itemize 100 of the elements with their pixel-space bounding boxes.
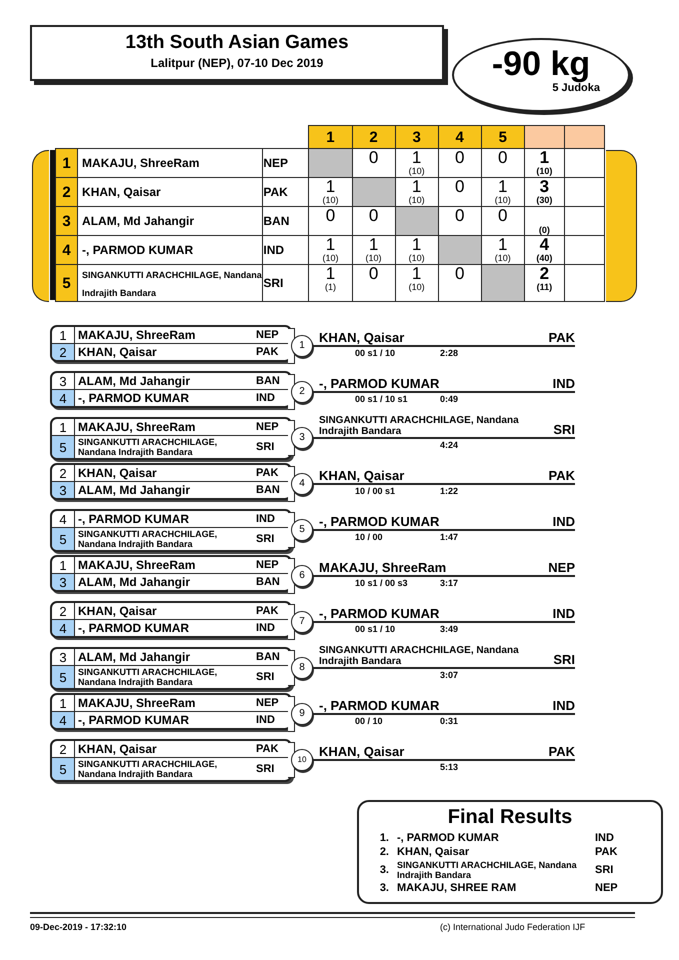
bout-result: 0 — [454, 265, 466, 282]
seed-number: 3 — [52, 574, 75, 590]
bout-points: (10) — [408, 282, 426, 292]
winner-country: IND — [552, 606, 575, 621]
seed-number: 5 — [52, 758, 75, 780]
bout-result: 1 — [497, 178, 509, 195]
seed-number: 4 — [52, 511, 75, 527]
seed-number: 3 — [52, 482, 75, 498]
bout-score: 10 / 00 s1 — [355, 486, 396, 496]
match-card — [50, 601, 292, 638]
winner-name: KHAN, Qaisar — [319, 330, 406, 345]
bout-time: 1:22 — [440, 486, 458, 496]
winner-name: -, PARMOD KUMAR — [319, 698, 440, 713]
bout-number: 8 — [291, 657, 313, 679]
winner-country: NEP — [548, 560, 575, 575]
country-code: PAK — [256, 467, 280, 479]
bout-points: (10) — [494, 195, 512, 205]
match-card — [50, 739, 292, 782]
winner-name: -, PARMOD KUMAR — [319, 514, 440, 529]
athlete-name: -, PARMOD KUMAR — [77, 512, 190, 526]
winner-name: KHAN, Qaisar — [319, 468, 406, 483]
bout-result: 0 — [497, 149, 509, 166]
country-code: NEP — [256, 421, 280, 433]
athlete-name: MAKAJU, ShreeRam — [82, 156, 200, 170]
country-code: IND — [256, 392, 276, 404]
bout-result: 1 — [324, 236, 336, 253]
bout-time: 3:17 — [440, 578, 458, 588]
bout-result: 1 — [497, 236, 509, 253]
country-code: SRI — [256, 763, 276, 775]
final-rank: 3. — [378, 882, 389, 894]
bout-time: 2:28 — [440, 348, 458, 358]
athlete-name: SINGANKUTTI ARACHCHILAGE, Nandana Indrajith Bandara — [397, 860, 578, 880]
bout-result: 0 — [454, 178, 466, 195]
athlete-name: ALAM, Md Jahangir — [77, 482, 192, 498]
country-code: PAK — [256, 605, 280, 617]
bout-time: 5:13 — [440, 762, 458, 772]
column-number: 1 — [308, 126, 352, 148]
country-code: SRI — [256, 533, 276, 545]
bout-number: 9 — [291, 703, 313, 725]
athlete-name: -, PARMOD KUMAR — [82, 243, 194, 257]
row-number: 4 — [56, 236, 78, 264]
bout-points: (10) — [364, 253, 383, 263]
match-card — [50, 647, 292, 690]
row-number: 1 — [56, 148, 78, 178]
athlete-name: ALAM, Md Jahangir — [77, 374, 192, 388]
country-code: IND — [256, 513, 276, 525]
bout-number: 6 — [291, 565, 313, 587]
bout-score: 00 s1 / 10 — [355, 348, 396, 358]
athlete-name: MAKAJU, ShreeRam — [77, 558, 196, 572]
bout-points: (10) — [408, 166, 426, 176]
bout-number: 10 — [291, 749, 313, 771]
winner-name: SINGANKUTTI ARACHCHILAGE, Nandana Indrajith Bandara — [319, 415, 520, 437]
timestamp: 09-Dec-2019 - 17:32:10 — [30, 922, 127, 932]
match-card — [50, 693, 292, 730]
final-rank: 3. — [378, 864, 389, 876]
country-code: NEP — [256, 697, 280, 709]
subtitle: Lalitpur (NEP), 07-10 Dec 2019 — [150, 56, 324, 70]
athlete-name: -, PARMOD KUMAR — [77, 390, 190, 406]
country-code: NEP — [256, 559, 280, 571]
winner-country: SRI — [553, 422, 575, 437]
athlete-name: KHAN, Qaisar — [82, 185, 161, 199]
bout-points: (10) — [408, 253, 426, 263]
country-code: NEP — [263, 156, 288, 170]
athlete-name: -, PARMOD KUMAR — [77, 620, 190, 636]
results-panel — [357, 800, 663, 904]
bout-result: 1 — [410, 236, 422, 253]
athlete-name: -, PARMOD KUMAR — [397, 832, 500, 844]
match-card — [50, 555, 292, 592]
row-number: 2 — [56, 178, 78, 206]
winner-country: IND — [552, 698, 575, 713]
athlete-name: KHAN, Qaisar — [77, 604, 158, 618]
match-card — [50, 371, 292, 408]
bout-number: 7 — [291, 611, 313, 633]
column-number: 3 — [395, 126, 438, 148]
bout-result: 1 — [410, 265, 422, 282]
winner-country: SRI — [553, 652, 575, 667]
winner-country: PAK — [548, 468, 575, 483]
total-points: (11) — [536, 282, 554, 292]
seed-number: 1 — [52, 419, 75, 435]
total-wins: 3 — [538, 178, 550, 195]
country-code: PAK — [256, 346, 280, 358]
athlete-count: 5 Judoka — [551, 82, 601, 94]
results-heading: Final Results — [446, 806, 574, 829]
bout-time: 1:47 — [440, 532, 458, 542]
bout-points: (10) — [321, 195, 340, 205]
seed-number: 4 — [52, 620, 75, 636]
athlete-name: KHAN, Qaisar — [77, 466, 158, 480]
country-code: PAK — [595, 846, 618, 858]
seed-number: 3 — [52, 649, 75, 665]
athlete-name: KHAN, Qaisar — [397, 846, 470, 858]
country-code: SRI — [256, 441, 276, 453]
athlete-name: MAKAJU, ShreeRam — [77, 696, 196, 710]
bout-points: (10) — [408, 195, 426, 205]
winner-country: PAK — [548, 330, 575, 345]
total-points: (0) — [538, 225, 551, 235]
bout-result: 0 — [368, 207, 380, 224]
copyright-note: (c) International Judo Federation IJF — [440, 922, 586, 932]
bout-time: 3:07 — [440, 670, 458, 680]
winner-name: MAKAJU, ShreeRam — [319, 560, 448, 575]
total-wins: 2 — [538, 265, 550, 282]
